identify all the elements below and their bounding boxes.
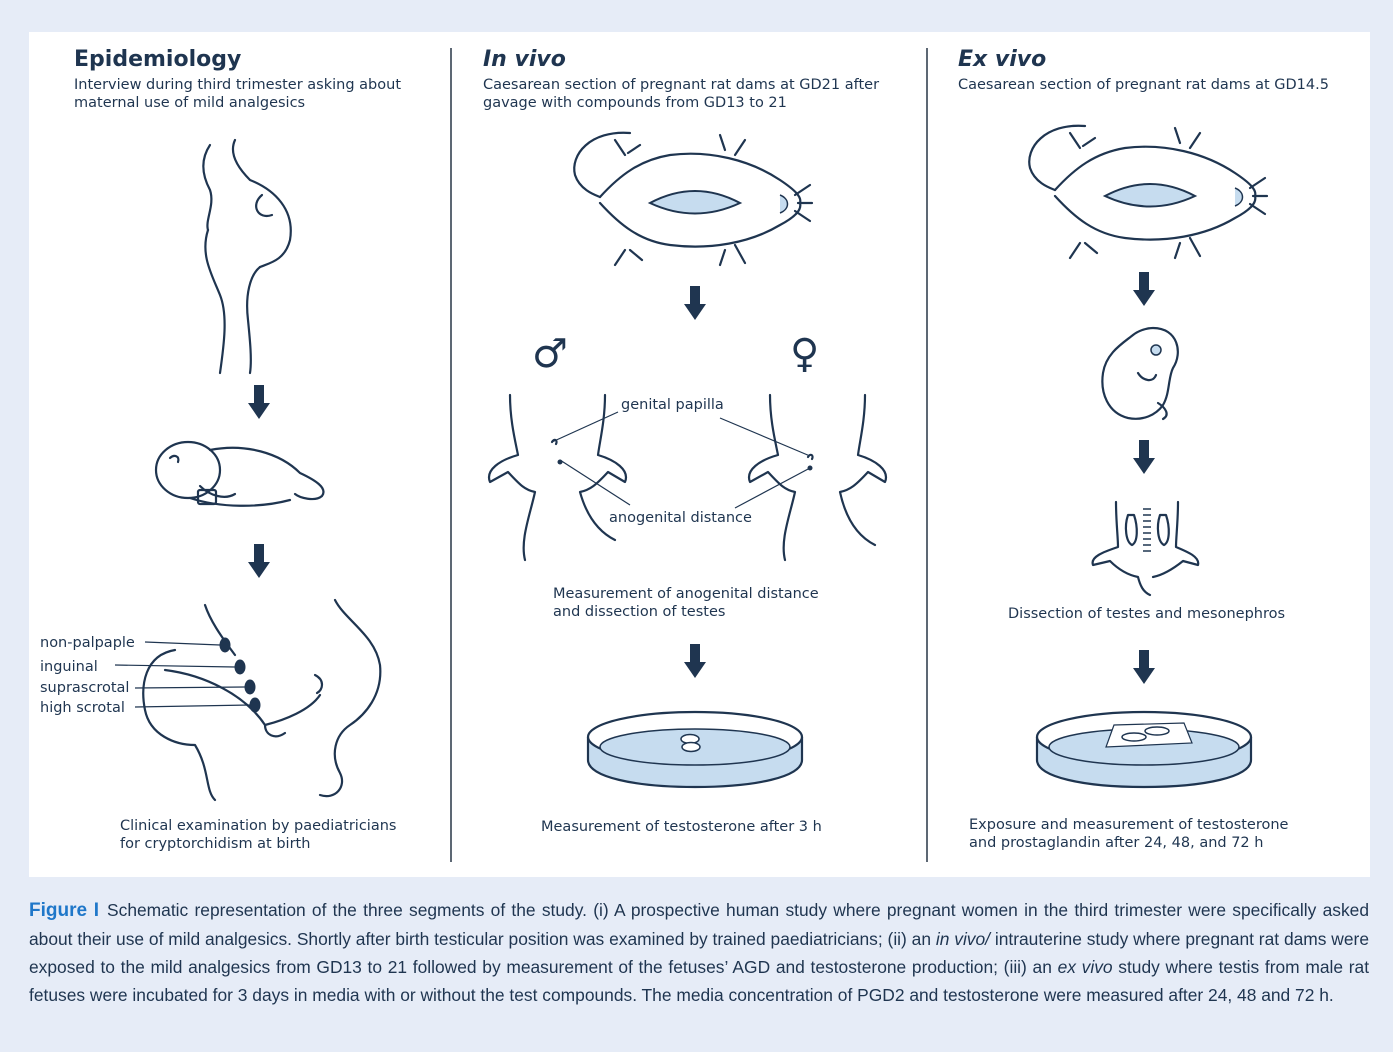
male-symbol: ♂ (532, 332, 568, 376)
rat-dam-illustration (570, 125, 810, 275)
caption-italic-ex-vivo: ex vivo (1058, 957, 1113, 977)
rat-fetus-illustration (1098, 323, 1188, 423)
fetal-dissection-illustration (1088, 497, 1203, 597)
label-high-scrotal: high scrotal (40, 699, 125, 717)
ex-vivo-heading: Ex vivo (958, 47, 1046, 73)
label-anogenital-distance: anogenital distance (609, 509, 752, 527)
epidemiology-heading: Epidemiology (74, 47, 241, 73)
down-arrow-icon (684, 286, 706, 320)
female-symbol: ♀ (790, 332, 819, 376)
infant-lower-body-illustration (135, 595, 385, 805)
label-non-palpable: non-palpaple (40, 634, 135, 652)
down-arrow-icon (248, 385, 270, 419)
petri-dish-illustration (585, 705, 805, 790)
figure-label: Figure I (29, 900, 99, 921)
in-vivo-caption: Measurement of testosterone after 3 h (541, 818, 822, 836)
column-divider-2 (926, 48, 928, 862)
newborn-illustration (150, 438, 335, 518)
epidemiology-caption: Clinical examination by paediatricians f… (120, 817, 396, 853)
pregnant-woman-illustration (190, 135, 320, 375)
in-vivo-measure-caption: Measurement of anogenital distance and d… (553, 585, 819, 621)
label-inguinal: inguinal (40, 658, 98, 676)
down-arrow-icon (248, 544, 270, 578)
ex-vivo-caption: Exposure and measurement of testosterone… (969, 816, 1288, 852)
down-arrow-icon (1133, 272, 1155, 306)
label-suprascrotal: suprascrotal (40, 679, 129, 697)
in-vivo-subtitle: Caesarean section of pregnant rat dams a… (483, 76, 879, 112)
down-arrow-icon (1133, 650, 1155, 684)
down-arrow-icon (1133, 440, 1155, 474)
down-arrow-icon (684, 644, 706, 678)
ex-vivo-subtitle: Caesarean section of pregnant rat dams a… (958, 76, 1360, 94)
column-divider-1 (450, 48, 452, 862)
label-genital-papilla: genital papilla (621, 396, 724, 414)
in-vivo-heading: In vivo (483, 47, 566, 73)
rat-pups-illustration (480, 390, 890, 570)
epidemiology-subtitle: Interview during third trimester asking … (74, 76, 401, 112)
petri-dish-illustration (1034, 705, 1254, 790)
caption-italic-in-vivo: in vivo/ (936, 929, 990, 949)
rat-dam-illustration (1025, 118, 1265, 268)
ex-vivo-dissection-caption: Dissection of testes and mesonephros (1008, 605, 1285, 623)
